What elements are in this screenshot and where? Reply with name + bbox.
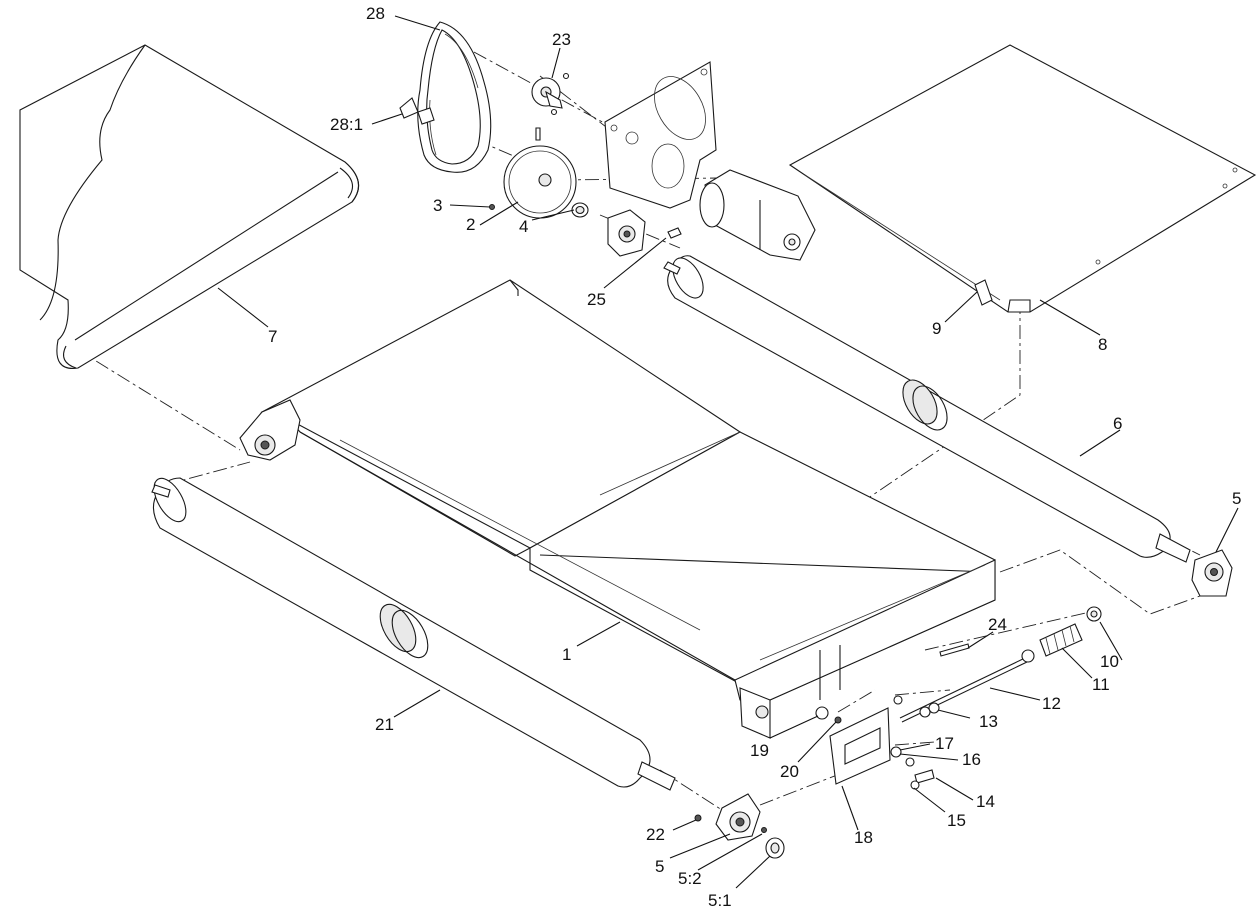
take-up-bolt xyxy=(899,657,1028,723)
chain-connector-link xyxy=(399,97,435,125)
conveyor-belt xyxy=(19,44,360,369)
callout-20: 20 xyxy=(780,762,799,781)
take-up-bracket xyxy=(829,707,891,785)
motor-mount-plate xyxy=(604,61,717,209)
callout-28-1: 28:1 xyxy=(330,115,363,134)
drive-roller xyxy=(663,255,1191,563)
callout-22: 22 xyxy=(646,825,665,844)
flange-bearing xyxy=(607,209,646,257)
callout-7: 7 xyxy=(268,327,277,346)
callout-2: 2 xyxy=(466,215,475,234)
take-up-washer xyxy=(1021,649,1035,663)
compression-spring xyxy=(1039,623,1083,657)
callout-25: 25 xyxy=(587,290,606,309)
bearing-collar xyxy=(765,837,785,859)
spacer-bushing xyxy=(571,202,589,218)
callout-5-bottom: 5 xyxy=(655,857,664,876)
set-screw xyxy=(489,204,495,210)
bracket-hardware xyxy=(890,695,935,790)
bracket-washer xyxy=(815,706,829,720)
callout-labels: 28 23 28:1 3 2 4 25 7 9 8 6 5 24 10 11 1… xyxy=(268,4,1241,910)
callout-10: 10 xyxy=(1100,652,1119,671)
callout-6: 6 xyxy=(1113,414,1122,433)
callout-5-right: 5 xyxy=(1232,489,1241,508)
cover-clip xyxy=(974,279,993,306)
callout-28: 28 xyxy=(366,4,385,23)
callout-23: 23 xyxy=(552,30,571,49)
shaft-key xyxy=(667,227,682,239)
callout-16: 16 xyxy=(962,750,981,769)
bracket-screw xyxy=(834,716,842,724)
drive-chain xyxy=(417,21,492,173)
callout-1: 1 xyxy=(562,645,571,664)
callout-17: 17 xyxy=(935,734,954,753)
callout-8: 8 xyxy=(1098,335,1107,354)
callout-14: 14 xyxy=(976,792,995,811)
callout-12: 12 xyxy=(1042,694,1061,713)
callout-3: 3 xyxy=(433,196,442,215)
idler-roller xyxy=(151,477,676,791)
conveyor-frame xyxy=(239,279,996,739)
small-sprocket xyxy=(531,72,570,116)
large-sprocket xyxy=(503,127,577,219)
flange-bearing-bottom xyxy=(715,793,761,841)
callout-9: 9 xyxy=(932,319,941,338)
callout-11: 11 xyxy=(1092,675,1110,694)
callout-19: 19 xyxy=(750,741,769,760)
callout-5-2: 5:2 xyxy=(678,869,702,888)
callout-24: 24 xyxy=(988,615,1007,634)
spring-cap xyxy=(1086,606,1102,622)
callout-21: 21 xyxy=(375,715,394,734)
callout-18: 18 xyxy=(854,828,873,847)
callout-15: 15 xyxy=(947,811,966,830)
leader-lines xyxy=(217,15,1239,889)
gear-motor xyxy=(699,169,816,261)
grease-fitting xyxy=(694,814,702,822)
take-up-nuts xyxy=(919,702,940,718)
collar-set-screw xyxy=(761,827,767,833)
callout-4: 4 xyxy=(519,217,528,236)
flange-bearing-right xyxy=(1191,549,1233,597)
callout-13: 13 xyxy=(979,712,998,731)
cover-plate xyxy=(788,44,1257,313)
callout-5-1: 5:1 xyxy=(708,891,732,910)
